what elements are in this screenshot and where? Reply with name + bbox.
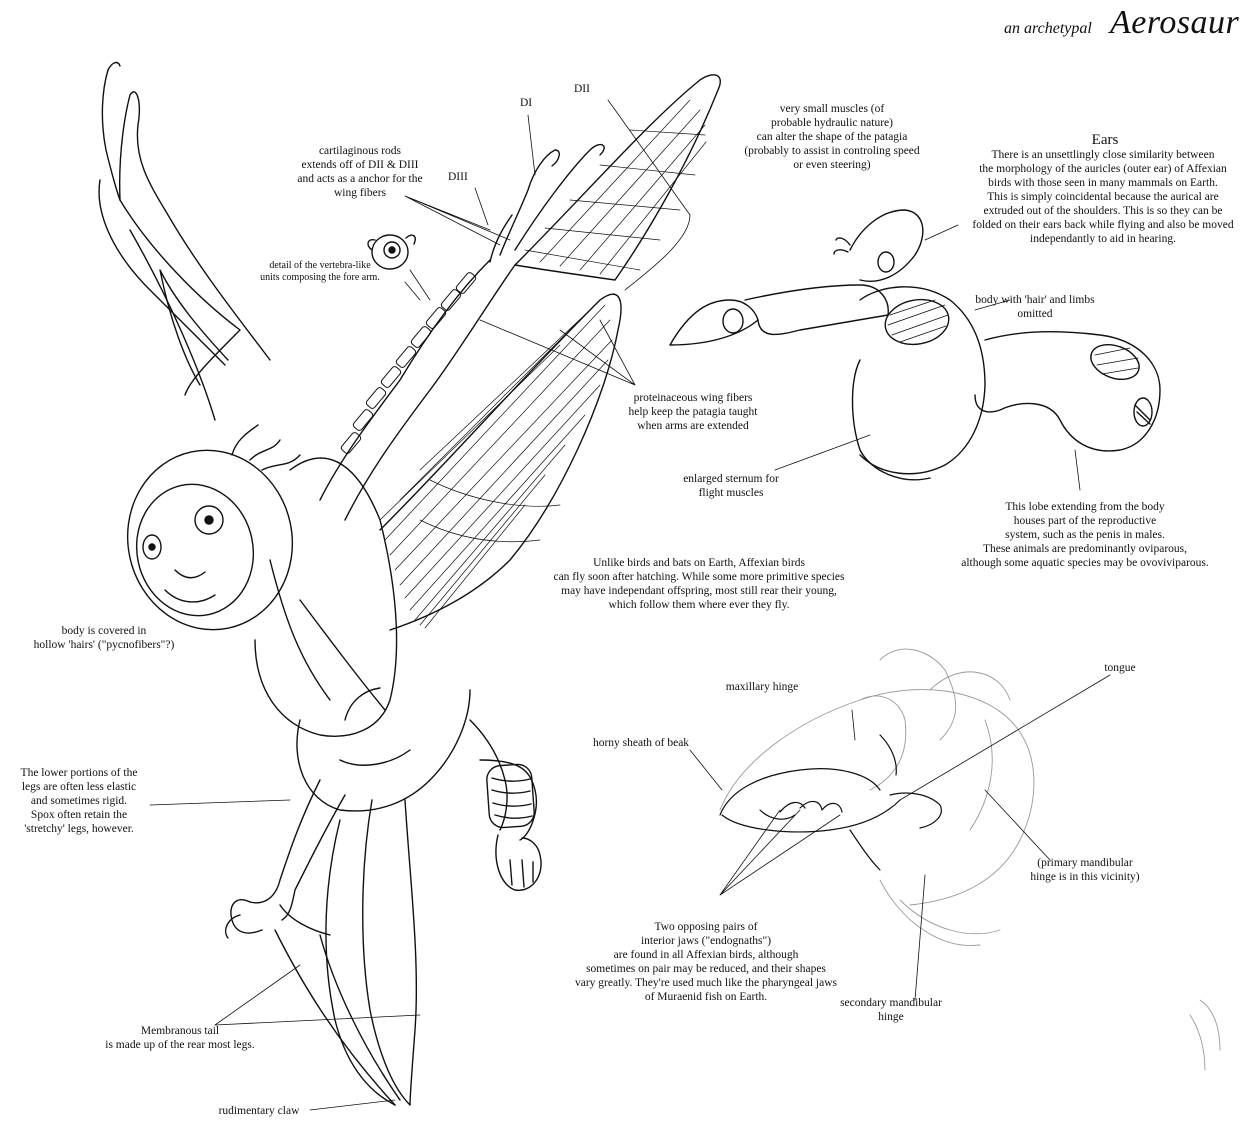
- reproductive-lobe: [974, 331, 1161, 452]
- sternum: [851, 359, 931, 481]
- label-claw: rudimentary claw: [218, 1105, 300, 1117]
- lower-body: [296, 689, 471, 812]
- label-horny: horny sheath of beak: [592, 737, 690, 749]
- ears-title: Ears: [1091, 132, 1119, 148]
- label-maxillary: maxillary hinge: [725, 681, 799, 693]
- beak-ink: [719, 734, 942, 871]
- eye-left: [142, 534, 162, 560]
- label-digit-1: DI: [520, 97, 533, 109]
- upper-wing-mesh: [524, 99, 707, 275]
- label-primary-hinge: (primary mandibular hinge is in this vic…: [1030, 857, 1140, 883]
- label-digit-2: DII: [574, 83, 590, 95]
- label-tail: Membranous tail is made up of the rear m…: [105, 1025, 255, 1051]
- label-secondary-hinge: secondary mandibular hinge: [840, 997, 942, 1023]
- label-muscles: very small muscles (of probable hydrauli…: [744, 103, 920, 171]
- lower-wing: [379, 293, 622, 631]
- vertebra-detail-icon: [367, 234, 416, 270]
- ears-text: There is an unsettlingly close similarit…: [972, 149, 1234, 245]
- head: [126, 449, 294, 631]
- body-diagram: [669, 209, 1161, 481]
- auricle: [849, 209, 924, 282]
- title-prefix: an archetypal: [1004, 20, 1092, 37]
- mouth: [164, 589, 216, 603]
- face-disc: [135, 483, 255, 617]
- upper-wing: [514, 74, 721, 281]
- title-main: Aerosaur: [1110, 4, 1240, 41]
- beak-sketch: [719, 648, 1221, 1071]
- digit-1: [499, 149, 560, 256]
- label-sternum: enlarged sternum for flight muscles: [683, 473, 779, 499]
- label-fibers: proteinaceous wing fibers help keep the …: [628, 392, 758, 432]
- forearm-vertebrae: [340, 272, 477, 454]
- creature-drawing: [98, 61, 721, 1106]
- leader-lines: [149, 99, 1111, 1111]
- neck: [744, 284, 889, 336]
- left-leg: [249, 779, 321, 904]
- torso: [254, 457, 398, 737]
- label-digit-3: DIII: [448, 171, 468, 183]
- label-vertebra: detail of the vertebra-like units compos…: [260, 260, 380, 283]
- left-membrane: [159, 269, 229, 386]
- wing-fibers: [379, 304, 613, 629]
- label-lobe: This lobe extending from the body houses…: [961, 501, 1209, 569]
- left-arm: [118, 91, 271, 361]
- label-covered: body is covered in hollow 'hairs' ("pycn…: [33, 625, 175, 651]
- membranous-tail: [362, 799, 411, 1106]
- wing-arm: [319, 259, 491, 501]
- label-jaws: Two opposing pairs of interior jaws ("en…: [574, 921, 837, 1003]
- label-tongue: tongue: [1104, 662, 1136, 674]
- label-body-hair: body with 'hair' and limbs omitted: [975, 294, 1095, 320]
- eye-right: [194, 505, 224, 535]
- label-unlike: Unlike birds and bats on Earth, Affexian…: [553, 557, 845, 611]
- label-lower-legs: The lower portions of the legs are often…: [20, 767, 138, 835]
- digit-2: [514, 143, 605, 251]
- label-cartilage: cartilaginous rods extends off of DII & …: [297, 145, 423, 199]
- beak: [669, 299, 759, 346]
- chest: [859, 286, 986, 475]
